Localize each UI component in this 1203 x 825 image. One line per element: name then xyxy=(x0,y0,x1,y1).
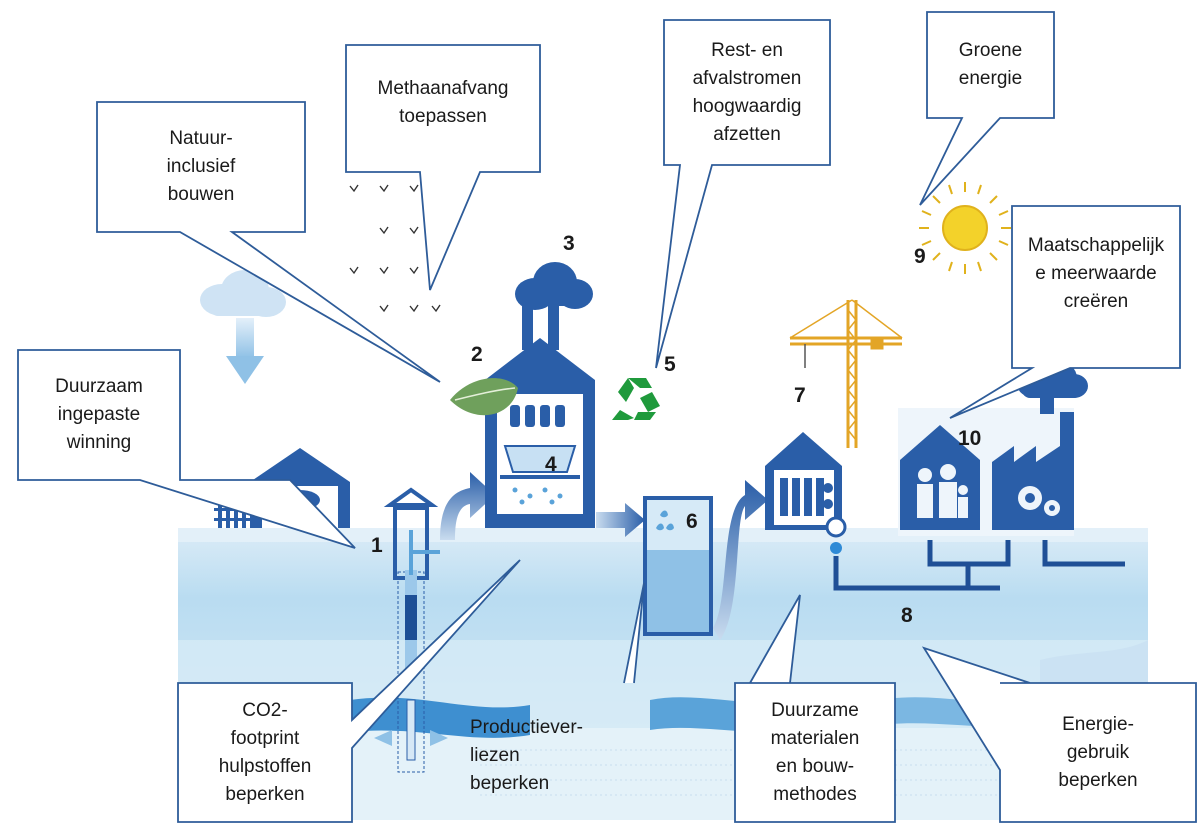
emission-cloud-icon xyxy=(515,262,593,310)
step-number-6: 6 xyxy=(686,510,698,533)
recycle-icon xyxy=(612,378,660,420)
step-number-9: 9 xyxy=(914,245,926,268)
callout-maatschappelijk-bubble xyxy=(949,205,1181,419)
step-number-8: 8 xyxy=(901,604,913,627)
distribution-building-icon xyxy=(765,432,842,530)
water-meter-icon xyxy=(825,516,847,554)
callout-energie-text: Energie- gebruik beperken xyxy=(1058,713,1138,791)
callout-energie-bubble xyxy=(921,646,1197,823)
step-number-5: 5 xyxy=(664,353,676,376)
community-and-industry-icon xyxy=(898,360,1088,536)
callout-rest-bubble xyxy=(655,19,831,369)
crane-icon xyxy=(789,299,903,448)
callout-materialen-bubble xyxy=(734,594,896,823)
rain-cloud-icon xyxy=(200,270,286,384)
step-number-2: 2 xyxy=(471,343,483,366)
step-number-1: 1 xyxy=(371,534,383,557)
callout-natuur-text: Natuur- inclusief bouwen xyxy=(166,128,236,205)
callout-groene-bubble xyxy=(919,11,1055,206)
callout-natuur-bubble xyxy=(96,101,441,383)
birds-icon xyxy=(349,184,441,313)
callout-co2-bubble xyxy=(177,559,521,823)
step-number-3: 3 xyxy=(563,232,575,255)
callout-co2-text: CO2- footprint hulpstoffen beperken xyxy=(218,699,312,805)
callout-groene-text: Groene energie xyxy=(958,40,1023,89)
callout-duurzaam-winning-text: Duurzaam ingepaste winning xyxy=(55,376,143,453)
flow-arrow-3 xyxy=(713,480,768,640)
callout-materialen-text: Duurzame materialen en bouw- methodes xyxy=(770,699,860,805)
flow-arrow-1 xyxy=(440,472,495,540)
callout-productie-pointer xyxy=(623,582,645,684)
callout-rest-text: Rest- en afvalstromen hoogwaardig afzett… xyxy=(692,39,802,145)
well-icon xyxy=(374,487,448,773)
callout-methaan-bubble xyxy=(345,44,541,291)
step-number-7: 7 xyxy=(794,384,806,407)
distribution-pipes xyxy=(833,540,1125,591)
reservoir-icon xyxy=(643,496,713,636)
callout-productie-text: Productiever- liezen beperken xyxy=(470,717,583,794)
leaf-icon xyxy=(450,378,518,416)
treatment-plant-icon xyxy=(485,300,595,528)
step-number-10: 10 xyxy=(958,427,982,450)
callout-maatschappelijk-text: Maatschappelijk e meerwaarde creëren xyxy=(1027,235,1165,312)
flow-arrow-2 xyxy=(596,503,645,537)
callout-duurzaam-winning-bubble xyxy=(17,349,356,549)
callout-methaan-text: Methaanafvang toepassen xyxy=(377,78,509,127)
sun-icon xyxy=(919,182,1011,274)
step-number-4: 4 xyxy=(545,453,557,476)
